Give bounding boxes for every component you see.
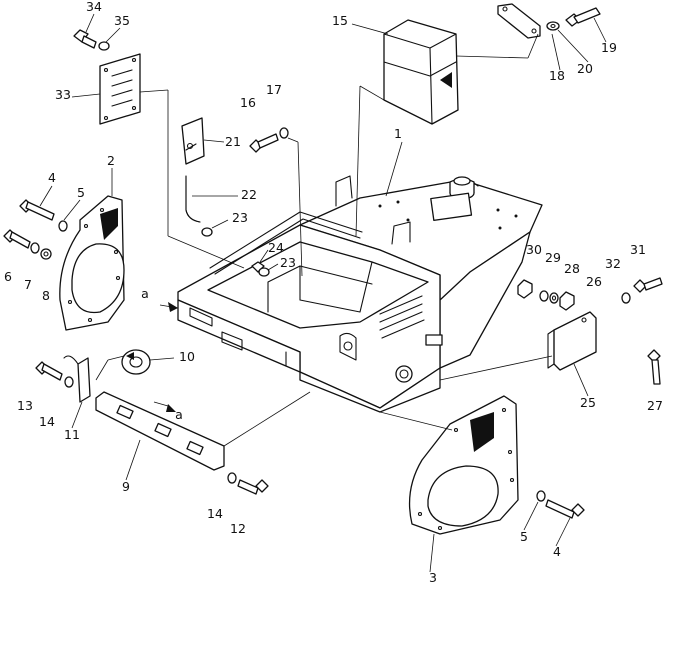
washer-part-7 xyxy=(30,242,40,254)
plate-part-21 xyxy=(181,117,205,165)
view-marker-a-left: a xyxy=(141,286,149,301)
callout-23-lower: 23 xyxy=(280,255,296,270)
callout-27: 27 xyxy=(647,398,663,413)
bolt-part-27 xyxy=(647,349,661,385)
bolt-part-6 xyxy=(3,229,31,249)
washer-part-5-right xyxy=(536,490,546,502)
bolt-part-13 xyxy=(35,361,63,381)
nut-part-24 xyxy=(251,261,265,273)
bolt-part-16 xyxy=(249,133,279,153)
callout-16: 16 xyxy=(240,95,256,110)
bolt-part-4-left xyxy=(19,199,55,221)
front-plate-part-9 xyxy=(95,391,225,471)
callout-11: 11 xyxy=(64,427,80,442)
callout-20: 20 xyxy=(577,61,593,76)
bracket-part-18 xyxy=(497,3,541,39)
view-arrow-icon xyxy=(168,302,178,312)
washer-part-5-left xyxy=(58,220,68,232)
callout-24: 24 xyxy=(268,240,284,255)
nut-part-26 xyxy=(559,291,575,311)
callout-3: 3 xyxy=(429,570,437,585)
cover-part-15 xyxy=(383,19,459,125)
nut-part-23-lower xyxy=(258,267,270,277)
callout-29: 29 xyxy=(545,250,561,265)
callout-30: 30 xyxy=(526,242,542,257)
washer-part-14-upper xyxy=(64,376,74,388)
callout-19: 19 xyxy=(601,40,617,55)
callout-14-right: 14 xyxy=(207,506,223,521)
callout-14-left: 14 xyxy=(39,414,55,429)
callout-7: 7 xyxy=(24,277,32,292)
callout-22: 22 xyxy=(241,187,257,202)
callout-4-left: 4 xyxy=(48,170,56,185)
washer-part-20 xyxy=(546,21,560,31)
nut-part-23-upper xyxy=(201,227,213,237)
main-frame xyxy=(177,175,543,413)
callout-35: 35 xyxy=(114,13,130,28)
callout-labels: 1 2 3 4 4 5 5 6 7 8 9 10 11 12 13 14 14 … xyxy=(4,0,663,585)
washer-part-35 xyxy=(98,41,110,51)
callout-31: 31 xyxy=(630,242,646,257)
bolt-part-34 xyxy=(73,29,97,49)
callout-26: 26 xyxy=(586,274,602,289)
bolt-part-19 xyxy=(565,7,601,27)
callout-5-right: 5 xyxy=(520,529,528,544)
callout-33: 33 xyxy=(55,87,71,102)
callout-28: 28 xyxy=(564,261,580,276)
callout-17: 17 xyxy=(266,82,282,97)
callout-2: 2 xyxy=(107,153,115,168)
callout-34: 34 xyxy=(86,0,102,14)
bolt-part-4-right xyxy=(545,499,585,519)
side-plate-part-3 xyxy=(408,395,519,535)
cover-plate-part-25 xyxy=(547,311,597,371)
side-plate-part-2 xyxy=(59,195,125,331)
washer-part-14-lower xyxy=(227,472,237,484)
view-arrow-icon xyxy=(166,404,176,412)
nut-part-30 xyxy=(517,279,533,299)
bolt-part-31 xyxy=(633,277,663,293)
callout-12: 12 xyxy=(230,521,246,536)
callout-32: 32 xyxy=(605,256,621,271)
callout-5-left: 5 xyxy=(77,185,85,200)
bolt-part-12 xyxy=(237,479,269,495)
callout-1: 1 xyxy=(394,126,402,141)
callout-23-upper: 23 xyxy=(232,210,248,225)
callout-15: 15 xyxy=(332,13,348,28)
callout-9: 9 xyxy=(122,479,130,494)
callout-10: 10 xyxy=(179,349,195,364)
washer-part-28 xyxy=(549,292,559,304)
rod-part-22 xyxy=(185,175,201,223)
callout-8: 8 xyxy=(42,288,50,303)
washer-part-17 xyxy=(279,127,289,139)
callout-6: 6 xyxy=(4,269,12,284)
callout-4-right: 4 xyxy=(553,544,561,559)
callout-18: 18 xyxy=(549,68,565,83)
washer-part-32 xyxy=(621,292,631,304)
view-marker-a-plate: a xyxy=(175,407,183,422)
callout-25: 25 xyxy=(580,395,596,410)
assembly-lines xyxy=(95,33,553,447)
panel-part-33 xyxy=(99,53,141,125)
bracket-part-11 xyxy=(63,355,91,403)
callout-13: 13 xyxy=(17,398,33,413)
washer-part-29 xyxy=(539,290,549,302)
grommet-part-10 xyxy=(121,349,151,375)
callout-21: 21 xyxy=(225,134,241,149)
callout-leaders xyxy=(39,13,607,573)
washer-part-8 xyxy=(40,248,52,260)
